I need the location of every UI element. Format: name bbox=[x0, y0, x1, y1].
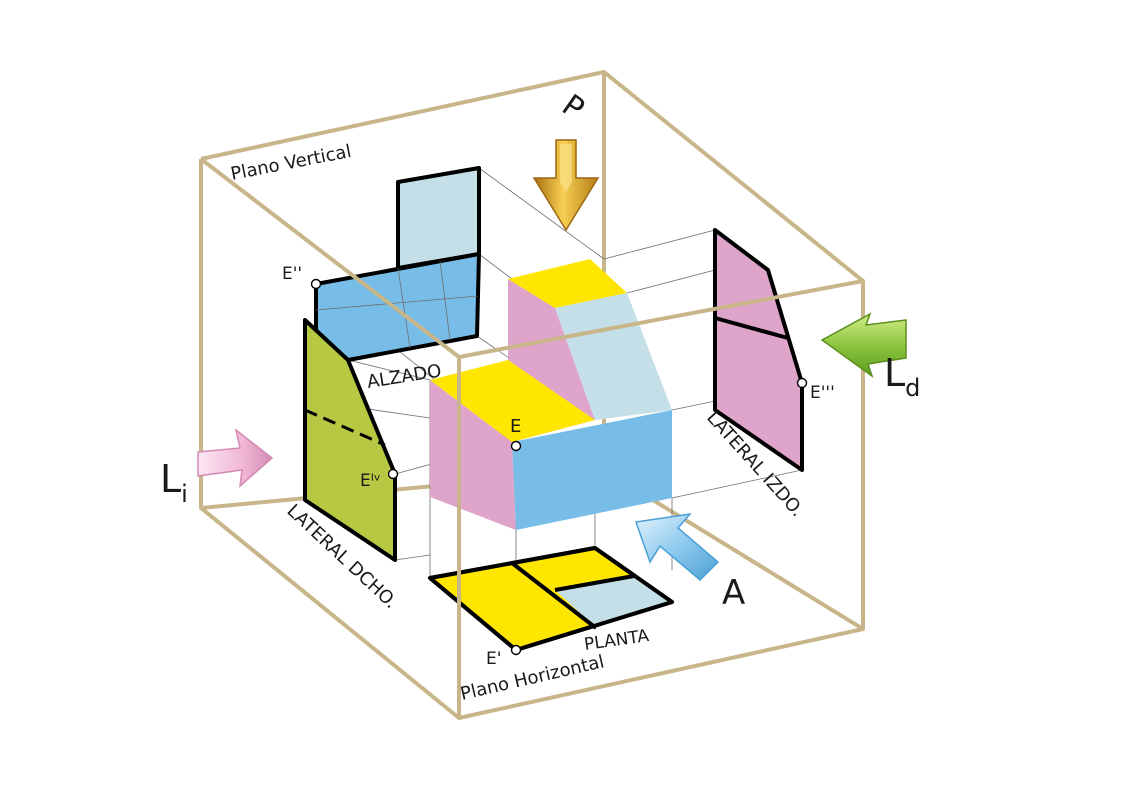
view-p-label: P bbox=[555, 88, 590, 127]
view-ld-label: Ld bbox=[884, 351, 920, 402]
plano-horizontal-label: Plano Horizontal bbox=[458, 651, 606, 705]
point-e2-label: E'' bbox=[282, 264, 302, 284]
point-e1-label: E' bbox=[486, 649, 501, 669]
point-e4-marker bbox=[387, 468, 399, 480]
solid-object bbox=[430, 259, 672, 530]
point-e-label: E bbox=[510, 416, 521, 437]
alzado-view bbox=[314, 166, 481, 362]
box-front-edges bbox=[199, 157, 865, 720]
view-li-main: L bbox=[160, 457, 181, 501]
planta-view bbox=[428, 546, 674, 652]
view-li-sub: i bbox=[181, 480, 188, 508]
right-arrow-icon bbox=[197, 428, 274, 488]
lateral-izdo-view bbox=[713, 228, 804, 472]
point-e1-marker bbox=[510, 644, 522, 656]
view-ld-sub: d bbox=[905, 374, 920, 402]
planta-label: PLANTA bbox=[583, 626, 651, 655]
point-e3-label: E''' bbox=[810, 383, 835, 403]
point-e2-marker bbox=[310, 278, 322, 290]
point-e-marker bbox=[510, 440, 522, 452]
points bbox=[310, 278, 808, 656]
down-arrow-icon bbox=[532, 139, 600, 232]
point-e4-label: Eᴵᵛ bbox=[360, 471, 381, 491]
view-ld-main: L bbox=[884, 351, 905, 395]
view-li-label: Li bbox=[160, 457, 188, 508]
left-arrow-icon bbox=[820, 312, 907, 378]
up-left-arrow-icon bbox=[634, 512, 720, 582]
view-a-label: A bbox=[722, 573, 745, 613]
lateral-dcho-view bbox=[303, 318, 397, 562]
point-e3-marker bbox=[796, 377, 808, 389]
